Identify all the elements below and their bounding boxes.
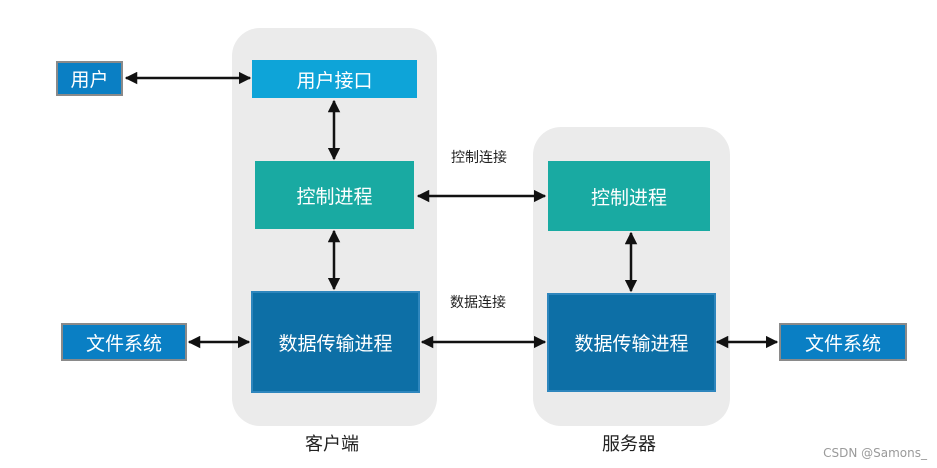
client-group-label: 客户端 [305, 434, 359, 455]
user-interface-box: 用户接口 [252, 60, 417, 98]
server-file-system-box: 文件系统 [779, 323, 907, 361]
user-box: 用户 [56, 61, 123, 96]
client-control-process-box: 控制进程 [255, 161, 414, 229]
server-control-process-box: 控制进程 [548, 161, 710, 231]
server-data-transfer-process-box: 数据传输进程 [547, 293, 716, 392]
control-connection-label: 控制连接 [451, 150, 507, 166]
server-group-label: 服务器 [602, 434, 656, 455]
client-data-transfer-process-box: 数据传输进程 [251, 291, 420, 393]
watermark: CSDN @Samons_ [823, 446, 927, 460]
data-connection-label: 数据连接 [450, 295, 506, 311]
client-file-system-box: 文件系统 [61, 323, 187, 361]
